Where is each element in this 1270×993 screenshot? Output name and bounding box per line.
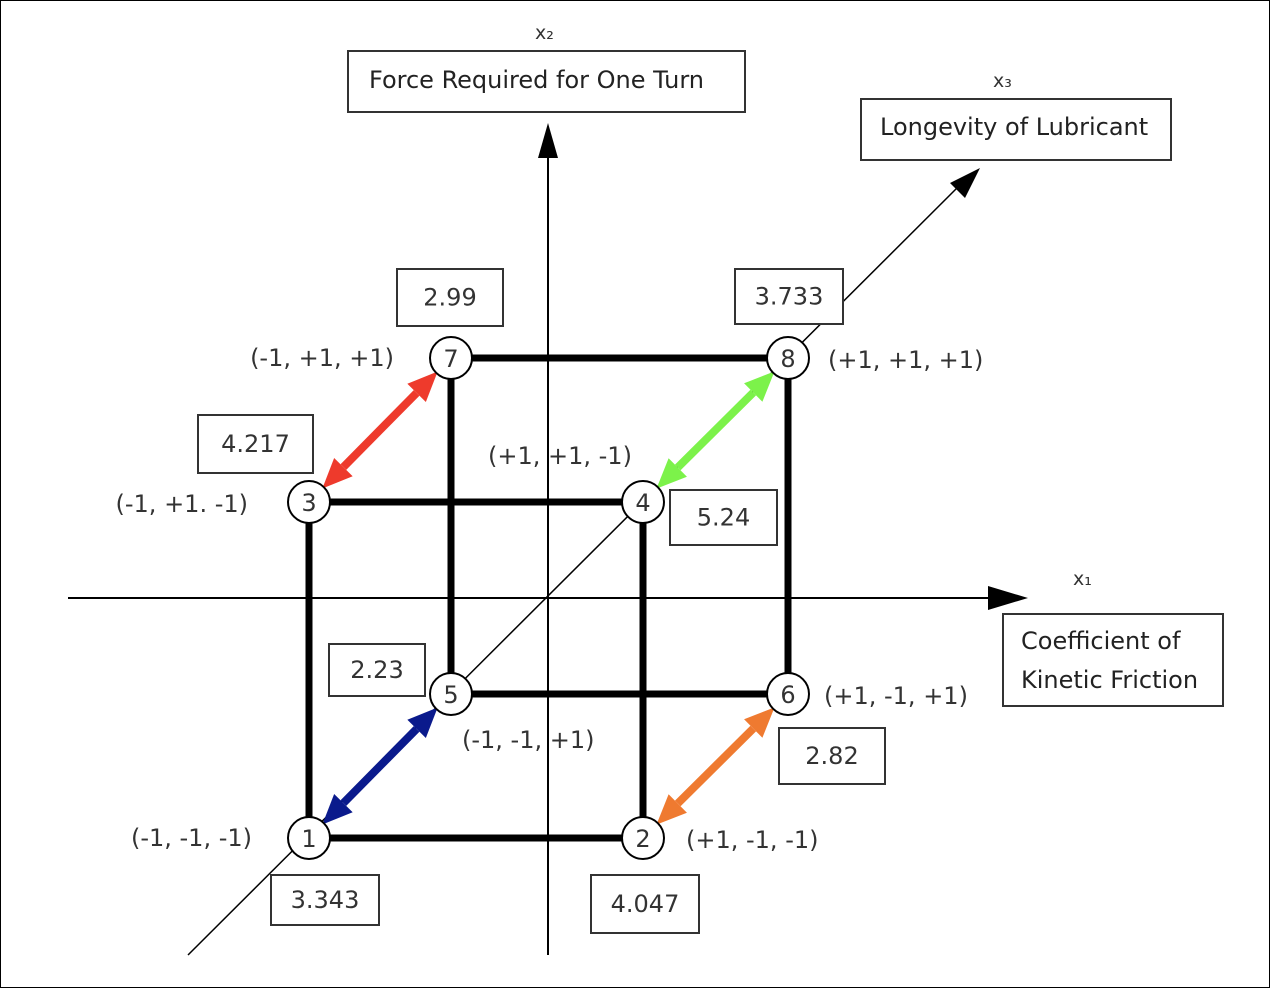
- value-box-frame: [778, 727, 886, 785]
- pair-arrow-shaft: [674, 389, 757, 471]
- node-number: 6: [780, 681, 795, 709]
- x1-axis-arrowhead: [988, 586, 1028, 610]
- pair-arrow-1-5: [322, 707, 438, 825]
- value-box-frame: [328, 643, 426, 697]
- x2-axis-arrowhead: [538, 123, 558, 158]
- node-coordinate-label: (+1, +1, +1): [828, 346, 983, 374]
- node-6: 6 (+1, -1, +1) 2.82: [766, 672, 968, 785]
- response-value-box: 3.733: [734, 268, 844, 325]
- node-circle: [766, 336, 810, 380]
- response-value: 4.047: [611, 890, 680, 918]
- node-coordinate-label: (-1, +1. -1): [116, 490, 248, 518]
- node-number: 7: [443, 345, 458, 373]
- pair-arrow-2-6: [656, 707, 775, 825]
- node-coordinate-label: (-1, -1, +1): [462, 726, 594, 754]
- node-1: 1 (-1, -1, -1) 3.343: [131, 816, 380, 926]
- pair-arrow-head-start: [322, 457, 353, 489]
- node-2: 2 (+1, -1, -1) 4.047: [590, 816, 818, 934]
- node-coordinate-label: (-1, +1, +1): [250, 344, 394, 372]
- response-value: 3.343: [291, 886, 360, 914]
- node-circle: [766, 672, 810, 716]
- x3-title-text: Longevity of Lubricant: [880, 113, 1148, 141]
- node-8: 8 (+1, +1, +1) 3.733: [734, 268, 983, 380]
- node-number: 4: [635, 489, 650, 517]
- pair-arrow-shaft: [340, 726, 420, 806]
- node-number: 2: [635, 825, 650, 853]
- response-value-box: 2.23: [328, 643, 426, 697]
- pair-arrows: [322, 371, 775, 825]
- pair-arrow-head-start: [656, 458, 687, 489]
- node-coordinate-label: (+1, -1, +1): [824, 682, 968, 710]
- pair-arrow-head-end: [407, 371, 438, 403]
- pair-arrow-3-7: [322, 371, 438, 489]
- x2-title-text: Force Required for One Turn: [369, 66, 704, 94]
- x1-axis-name: x₁: [1073, 568, 1092, 590]
- cube-edges: [305, 354, 792, 842]
- cube-nodes: 1 (-1, -1, -1) 3.343 2 (+1, -1, -1) 4.047 3 (-1…: [116, 268, 983, 934]
- node-coordinate-label: (+1, -1, -1): [686, 826, 818, 854]
- response-value-box: 4.217: [197, 414, 314, 474]
- node-circle: [287, 480, 331, 524]
- x3-axis-arrowhead: [950, 168, 980, 198]
- node-circle: [429, 336, 473, 380]
- node-number: 5: [443, 681, 458, 709]
- value-box-frame: [669, 489, 778, 546]
- node-number: 1: [301, 825, 316, 853]
- node-3: 3 (-1, +1. -1) 4.217: [116, 414, 331, 524]
- x2-title-box: Force Required for One Turn: [347, 50, 746, 113]
- response-value-box: 4.047: [590, 874, 700, 934]
- response-value: 2.82: [805, 742, 858, 770]
- pair-arrow-head-end: [407, 707, 438, 739]
- x3-axis-name: x₃: [993, 70, 1012, 92]
- node-4: 4(+1, +1, -1) 5.24: [488, 442, 778, 546]
- pair-arrow-head-start: [322, 793, 353, 825]
- node-7: 7 (-1, +1, +1) 2.99: [250, 268, 504, 380]
- pair-arrow-head-end: [744, 371, 775, 402]
- value-box-frame: [590, 874, 700, 934]
- x2-axis-name: x₂: [535, 22, 554, 44]
- node-circle: [429, 672, 473, 716]
- node-circle: [621, 480, 665, 524]
- value-box-frame: [270, 874, 380, 926]
- node-circle: [621, 816, 665, 860]
- node-coordinate-label: (-1, -1, -1): [131, 824, 252, 852]
- response-value: 4.217: [221, 430, 290, 458]
- value-box-frame: [734, 268, 844, 325]
- x3-title-box: Longevity of Lubricant: [860, 98, 1172, 161]
- response-value: 2.23: [350, 656, 403, 684]
- value-box-frame: [197, 414, 314, 474]
- response-value-box: 5.24: [669, 489, 778, 546]
- response-value: 2.99: [423, 284, 476, 312]
- pair-arrow-shaft: [674, 725, 757, 807]
- response-value: 3.733: [755, 283, 824, 311]
- node-number: 3: [301, 489, 316, 517]
- pair-arrow-head-end: [744, 707, 775, 738]
- node-coordinate-label: (+1, +1, -1): [488, 442, 632, 470]
- x1-title-text-line1: Coefficient of: [1021, 627, 1181, 655]
- response-value-box: 3.343: [270, 874, 380, 926]
- pair-arrow-shaft: [340, 390, 420, 470]
- pair-arrow-head-start: [656, 794, 687, 825]
- node-circle: [287, 816, 331, 860]
- x1-title-text-line2: Kinetic Friction: [1021, 666, 1198, 694]
- response-value-box: 2.99: [396, 268, 504, 327]
- x1-title-box: Coefficient of Kinetic Friction: [1002, 613, 1224, 707]
- node-number: 8: [780, 345, 795, 373]
- pair-arrow-4-8: [656, 371, 775, 489]
- node-5: 5(-1, -1, +1) 2.23: [328, 643, 594, 754]
- value-box-frame: [396, 268, 504, 327]
- response-value-box: 2.82: [778, 727, 886, 785]
- response-value: 5.24: [697, 504, 750, 532]
